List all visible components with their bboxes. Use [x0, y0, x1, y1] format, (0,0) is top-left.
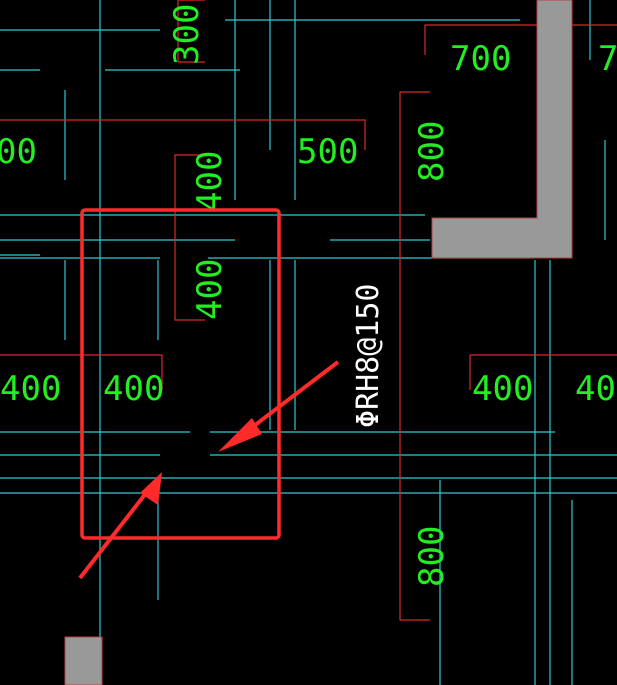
rebar-spec-annotation: ΦRH8@150 — [351, 284, 386, 429]
l-shaped-wall — [431, 0, 573, 259]
arrow-right-pointer — [218, 360, 340, 452]
highlight-box — [80, 208, 281, 540]
dim-700-top: 700 — [450, 39, 511, 79]
dim-400-row-right: 400 — [472, 369, 533, 409]
dim-400-row-far-left: 400 — [0, 369, 61, 409]
dimension-lines — [0, 0, 617, 621]
walls — [64, 0, 573, 685]
dim-700-top-partial: 7 — [598, 39, 617, 79]
dim-800-bottom-right: 800 — [412, 526, 452, 587]
dim-800-top-right: 800 — [412, 121, 452, 182]
dim-400-upper-center: 400 — [190, 151, 230, 212]
dim-400-lower-center: 400 — [190, 259, 230, 320]
dim-400-row-left: 400 — [103, 369, 164, 409]
vertical-dimension-texts: 300 800 400 400 800 — [167, 4, 452, 587]
dim-400-row-far-right: 40 — [575, 369, 616, 409]
arrows — [78, 360, 340, 580]
column-stub — [64, 636, 103, 685]
dim-500-left-partial: 00 — [0, 132, 37, 172]
dim-300-top: 300 — [167, 4, 207, 65]
dim-500-mid: 500 — [297, 132, 358, 172]
arrow-left-pointer — [78, 472, 162, 580]
horizontal-dimension-texts: 700 7 00 500 400 400 400 40 — [0, 39, 617, 409]
